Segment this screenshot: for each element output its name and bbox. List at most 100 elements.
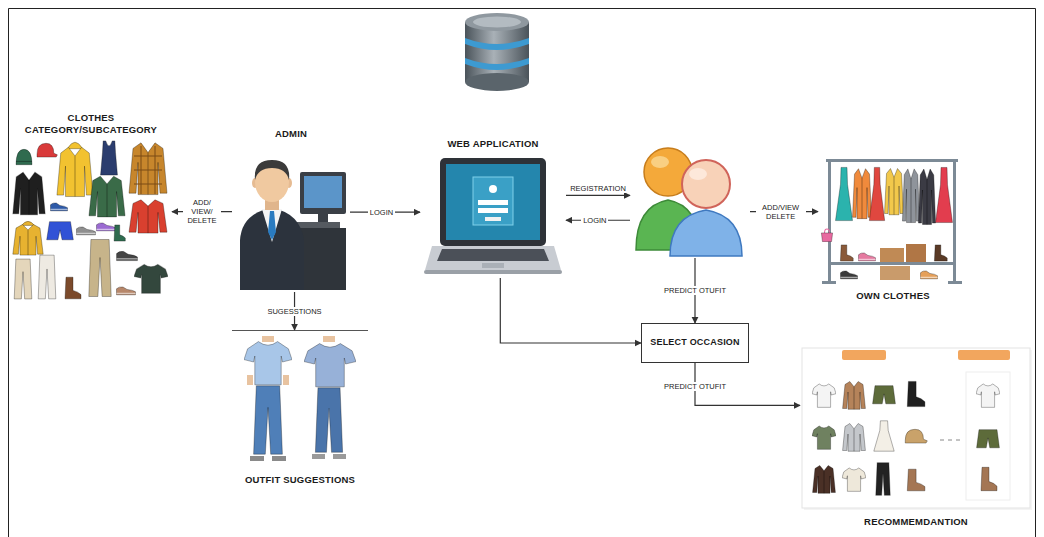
clothes-rack	[840, 271, 857, 279]
node-caption: ADMIN	[275, 128, 307, 140]
node-caption: RECOMMEMDANTION	[864, 516, 968, 528]
clothes-rack	[840, 245, 853, 261]
connector-arrow	[566, 195, 630, 196]
clothes-collection	[16, 149, 32, 164]
admin-figure	[318, 214, 328, 223]
users-icon	[689, 168, 707, 180]
clothes-rack	[902, 169, 919, 223]
own-clothes: OWN CLOTHES	[818, 150, 968, 302]
recommendation-illustration	[907, 469, 925, 491]
outfit-figures	[312, 454, 325, 459]
recommendation-illustration	[802, 348, 1032, 510]
laptop-icon	[437, 249, 549, 261]
clothes-collection	[77, 227, 96, 235]
admin-figure	[304, 176, 342, 208]
clothes-collection	[97, 223, 116, 231]
clothes-rack	[885, 169, 904, 215]
recommendation-illustration	[958, 350, 1010, 360]
outfit-figures	[232, 331, 368, 462]
recommendation-illustration	[966, 372, 1010, 500]
clothes-collection	[134, 146, 162, 194]
database-icon	[465, 38, 529, 50]
admin-figure	[268, 211, 276, 240]
admin-figure	[240, 208, 304, 290]
outfit-figures	[283, 375, 289, 385]
web-application: WEB APPLICATION	[420, 138, 566, 278]
outfit-figures	[262, 336, 274, 342]
clothes-rack	[858, 253, 875, 261]
database-icon	[465, 73, 529, 91]
clothes-rack	[822, 281, 836, 284]
outfit-figures	[244, 342, 292, 385]
clothes-rack	[948, 281, 962, 284]
clothes-collection	[13, 221, 43, 255]
clothes-collection	[47, 222, 74, 240]
recommendation-illustration	[812, 426, 836, 449]
edge-label: LOGIN	[581, 216, 608, 225]
database-icon	[465, 13, 529, 91]
recommendation-illustration	[813, 466, 836, 494]
clothes-rack	[920, 271, 937, 279]
recommendation-illustration	[873, 386, 896, 404]
connector-arrow	[500, 278, 641, 343]
recommendation-illustration	[842, 468, 866, 491]
database-icon	[473, 17, 521, 28]
clothes-collection	[129, 200, 167, 233]
clothes-catalog: CLOTHES CATEGORY/SUBCATEGORY	[10, 112, 172, 300]
recommendation-illustration	[843, 424, 866, 452]
outfit-figures	[304, 344, 356, 387]
database-icon	[465, 13, 529, 31]
laptop-icon	[482, 263, 504, 268]
clothes-collection	[13, 172, 45, 215]
clothes-collection	[50, 203, 67, 211]
recommendation-illustration	[874, 421, 894, 451]
admin-figure	[262, 209, 282, 242]
outfit-figures	[315, 388, 342, 453]
edge-label: SUGESSTIONS	[265, 307, 323, 316]
frame-border	[9, 9, 1036, 537]
outfit-figures	[323, 336, 335, 342]
admin-figure	[300, 172, 346, 214]
clothes-rack	[880, 248, 904, 262]
users-icon	[670, 210, 742, 256]
recommendation-illustration	[842, 350, 886, 360]
clothes-collection	[129, 143, 167, 195]
recommendation-illustration	[802, 348, 1030, 508]
clothes-collection	[134, 264, 168, 293]
connector-group	[172, 195, 818, 405]
laptop-icon	[478, 208, 508, 213]
users-icon	[682, 160, 730, 208]
node-caption: SELECT OCCASION	[650, 337, 740, 348]
recommendation-illustration	[812, 384, 836, 407]
clothes-rack	[826, 159, 958, 162]
clothes-collection	[38, 255, 56, 299]
node-caption: WEB APPLICATION	[447, 138, 538, 150]
clothes-collection	[89, 176, 125, 217]
recommendation-illustration	[976, 384, 1000, 407]
clothes-rack	[936, 167, 953, 222]
node-caption: OUTFIT SUGGESTIONS	[245, 474, 355, 486]
clothes-collection	[114, 225, 125, 241]
recommendation-illustration	[905, 429, 927, 443]
outfit-figures	[272, 456, 286, 461]
admin-actor: ADMIN	[232, 128, 350, 292]
recommendation-illustration	[876, 463, 890, 495]
edge-label: ADD/VIEW DELETE	[756, 203, 806, 221]
clothes-rack	[918, 169, 935, 225]
laptop-icon	[478, 200, 508, 205]
users-icon	[651, 156, 669, 168]
outfit-suggestions: OUTFIT SUGGESTIONS	[228, 330, 372, 486]
node-caption: OWN CLOTHES	[856, 290, 929, 302]
database-icon	[465, 58, 529, 70]
edge-label: REGISTRATION	[568, 184, 628, 193]
clothes-rack	[821, 229, 832, 242]
user-actor	[630, 140, 750, 258]
clothes-collection	[101, 141, 118, 175]
clothes-collection	[117, 287, 136, 295]
clothes-collection	[57, 142, 93, 196]
users-icon	[636, 148, 742, 256]
recommendation-illustration	[940, 440, 960, 441]
